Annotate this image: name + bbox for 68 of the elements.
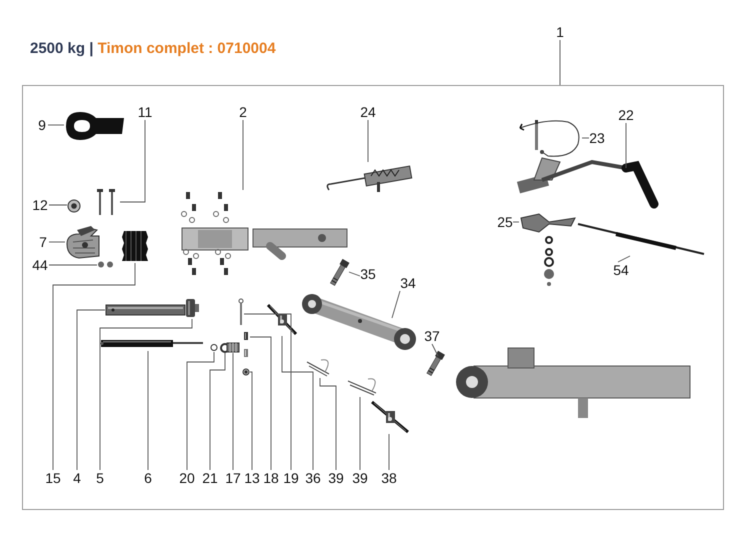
callout-number: 19 xyxy=(281,470,301,486)
handle-bolt-drawing xyxy=(266,303,298,336)
callout-number: 39 xyxy=(350,470,370,486)
leader-line xyxy=(100,318,192,470)
callout-number: 24 xyxy=(358,104,378,120)
leader-line xyxy=(120,120,146,202)
callout-number: 21 xyxy=(200,470,220,486)
callout-number: 17 xyxy=(223,470,243,486)
callout-number: 15 xyxy=(43,470,63,486)
leader-line xyxy=(250,336,272,470)
diagram-title: 2500 kg | Timon complet : 0710004 xyxy=(30,40,276,57)
leader-line xyxy=(242,120,244,190)
callout-number: 54 xyxy=(611,262,631,278)
tube-collar-drawing xyxy=(185,298,200,319)
lever-bracket-drawing xyxy=(519,212,577,234)
callout-number: 39 xyxy=(326,470,346,486)
coupling-head-drawing xyxy=(65,226,101,260)
leader-line xyxy=(250,372,252,470)
leader-line xyxy=(48,204,68,206)
callout-number: 23 xyxy=(587,130,607,146)
callout-number: 4 xyxy=(71,470,83,486)
leader-line xyxy=(232,352,234,470)
pin-drawing xyxy=(238,298,244,326)
callout-number: 6 xyxy=(142,470,154,486)
leader-line xyxy=(52,262,136,470)
leader-line xyxy=(48,264,98,266)
towing-eye-drawing xyxy=(64,110,126,142)
leader-line xyxy=(244,314,292,470)
leader-line xyxy=(48,124,64,126)
callout-number: 11 xyxy=(135,104,155,120)
sleeve-drawing xyxy=(226,342,240,353)
callout-number: 37 xyxy=(422,328,442,344)
leader-line xyxy=(388,434,390,470)
callout-number: 44 xyxy=(30,257,50,273)
handle-bolt-drawing xyxy=(370,400,410,434)
nut-icon xyxy=(242,368,250,376)
callout-number: 18 xyxy=(261,470,281,486)
leader-line xyxy=(432,344,438,356)
drawing-frame xyxy=(22,85,724,510)
callout-number: 7 xyxy=(37,234,49,250)
nut-pair-icon xyxy=(97,260,114,269)
leader-line xyxy=(348,272,360,276)
callout-number: 13 xyxy=(242,470,262,486)
callout-number: 34 xyxy=(398,275,418,291)
leader-line xyxy=(76,310,106,470)
link-arm-drawing xyxy=(300,292,418,352)
callout-number: 35 xyxy=(358,266,378,282)
leader-line xyxy=(392,290,400,318)
callout-number: 12 xyxy=(30,197,50,213)
leader-line xyxy=(186,352,214,470)
callout-number: 22 xyxy=(616,107,636,123)
callout-number: 36 xyxy=(303,470,323,486)
nut-icon xyxy=(67,199,81,212)
bolt-drawing xyxy=(328,258,350,288)
callout-number: 25 xyxy=(495,214,515,230)
pin-pair-drawing xyxy=(243,331,250,358)
callout-number: 9 xyxy=(36,117,48,133)
callout-number: 2 xyxy=(237,104,249,120)
leader-line xyxy=(282,336,314,470)
callout-number: 20 xyxy=(177,470,197,486)
leader-line xyxy=(618,256,630,262)
callout-number: 1 xyxy=(554,24,566,40)
ring-icon xyxy=(210,343,218,352)
leader-line xyxy=(210,352,226,470)
brake-cable-drawing xyxy=(576,222,706,256)
callout-number: 38 xyxy=(379,470,399,486)
leader-line xyxy=(320,378,336,470)
callout-number: 5 xyxy=(94,470,106,486)
